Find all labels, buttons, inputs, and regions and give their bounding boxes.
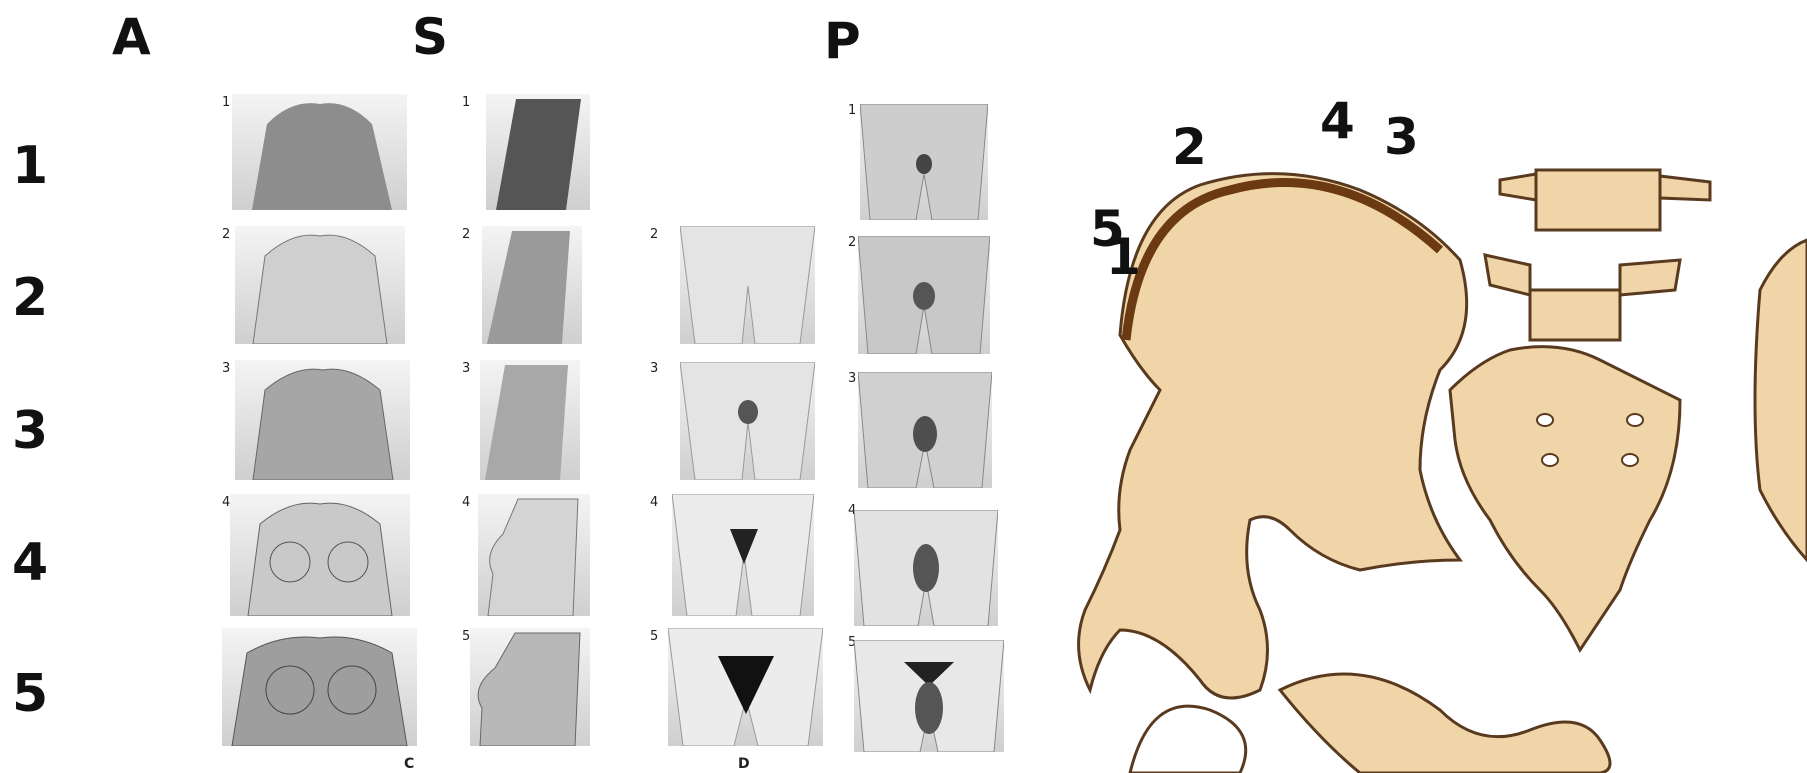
p-genital-stage-5 bbox=[854, 640, 1004, 752]
p-genital-stage-3 bbox=[858, 372, 992, 488]
d-panel-number-5: 5 bbox=[650, 630, 658, 643]
d-pubic-stage-5 bbox=[668, 628, 823, 746]
row-label-5: 5 bbox=[12, 668, 48, 720]
sacral-foramen bbox=[1627, 414, 1643, 426]
p-genital-stage-1 bbox=[860, 104, 988, 220]
d-pubic-stage-3 bbox=[680, 362, 815, 480]
d-panel-number-2: 2 bbox=[650, 228, 658, 241]
vertebra-l5-process-right bbox=[1620, 260, 1680, 295]
vertebra-l5 bbox=[1530, 290, 1620, 340]
crest-label-4: 4 bbox=[1320, 96, 1355, 146]
p-genital-stage-4 bbox=[854, 510, 998, 626]
p-panel-number-1: 1 bbox=[848, 104, 856, 117]
s-profile-stage-3 bbox=[480, 360, 580, 480]
d-pubic-stage-2 bbox=[680, 226, 815, 344]
vertebra-l4-process-right bbox=[1660, 176, 1710, 200]
a-torso-stage-1 bbox=[232, 94, 407, 210]
s-panel-number-4: 4 bbox=[462, 496, 470, 509]
header-s: S bbox=[412, 12, 448, 62]
a-panel-number-2: 2 bbox=[222, 228, 230, 241]
a-torso-stage-5 bbox=[222, 628, 417, 746]
column-sublabel-d: D bbox=[738, 756, 750, 772]
sacrum bbox=[1450, 347, 1680, 650]
vertebra-l5-process-left bbox=[1485, 255, 1530, 295]
pelvis-illustration bbox=[1060, 90, 1807, 773]
a-torso-stage-3 bbox=[235, 360, 410, 480]
crest-label-3: 3 bbox=[1384, 112, 1419, 162]
s-profile-stage-4 bbox=[478, 494, 590, 616]
d-pubic-stage-4 bbox=[672, 494, 814, 616]
pubic-arch bbox=[1280, 674, 1610, 773]
s-profile-stage-1 bbox=[486, 94, 590, 210]
s-profile-stage-2 bbox=[482, 226, 582, 344]
crest-label-2: 2 bbox=[1172, 122, 1207, 172]
s-panel-number-2: 2 bbox=[462, 228, 470, 241]
vertebra-l4 bbox=[1536, 170, 1660, 230]
d-panel-number-4: 4 bbox=[650, 496, 658, 509]
d-panel-number-3: 3 bbox=[650, 362, 658, 375]
sacral-foramen bbox=[1542, 454, 1558, 466]
a-panel-number-3: 3 bbox=[222, 362, 230, 375]
a-panel-number-1: 1 bbox=[222, 96, 230, 109]
p-panel-number-2: 2 bbox=[848, 236, 856, 249]
crest-label-1: 1 bbox=[1106, 232, 1141, 282]
p-genital-stage-2 bbox=[858, 236, 990, 354]
a-torso-stage-4 bbox=[230, 494, 410, 616]
sacral-foramen bbox=[1622, 454, 1638, 466]
s-profile-stage-5 bbox=[470, 628, 590, 746]
sacral-foramen bbox=[1537, 414, 1553, 426]
header-a: A bbox=[112, 12, 151, 62]
column-sublabel-c: C bbox=[404, 756, 414, 772]
iliac-wing-right bbox=[1755, 240, 1807, 560]
s-panel-number-1: 1 bbox=[462, 96, 470, 109]
row-label-1: 1 bbox=[12, 140, 48, 192]
obturator-foramen-left bbox=[1130, 706, 1246, 773]
row-label-4: 4 bbox=[12, 537, 48, 589]
row-label-3: 3 bbox=[12, 405, 48, 457]
p-panel-number-3: 3 bbox=[848, 372, 856, 385]
header-p: P bbox=[824, 16, 861, 66]
s-panel-number-3: 3 bbox=[462, 362, 470, 375]
a-torso-stage-2 bbox=[235, 226, 405, 344]
row-label-2: 2 bbox=[12, 272, 48, 324]
vertebra-l4-process-left bbox=[1500, 174, 1536, 200]
